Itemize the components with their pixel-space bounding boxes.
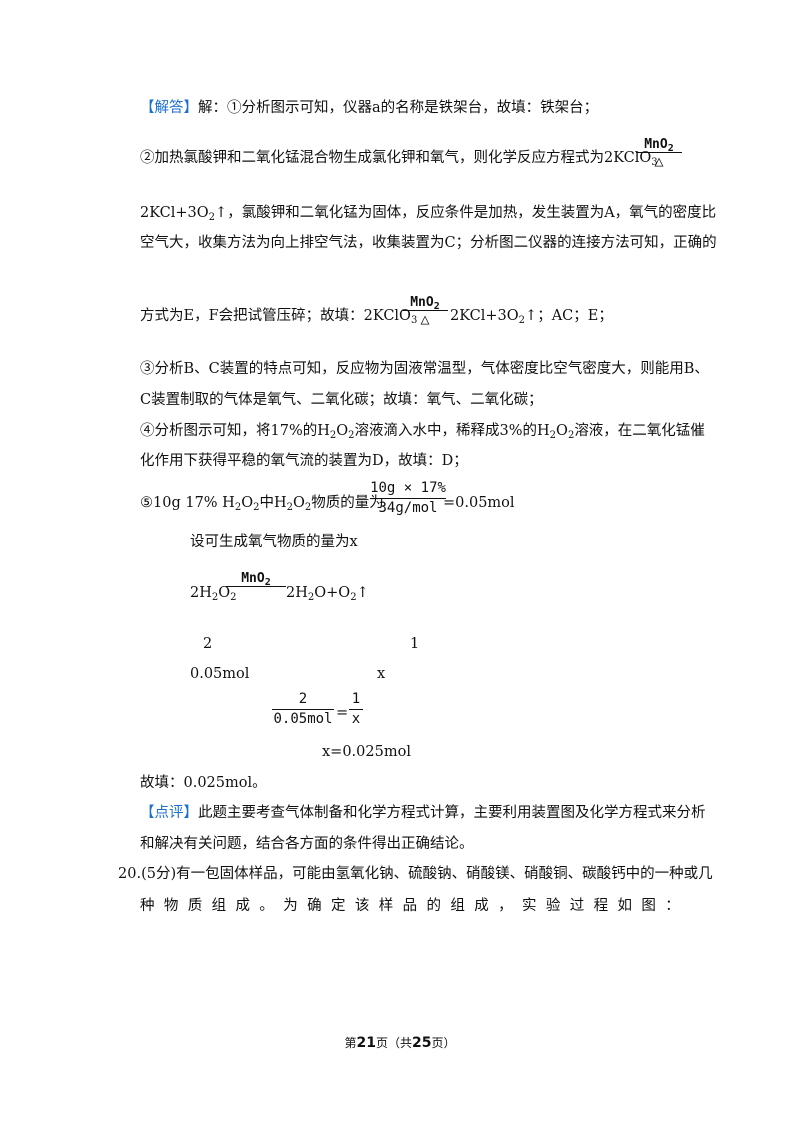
answer-line-2: ②加热氯酸钾和二氧化锰混合物生成氯化钾和氧气，则化学反应方程式为2KClO3 bbox=[140, 150, 658, 168]
reaction-condition-3: MnO2 bbox=[226, 572, 286, 588]
review-line-1: 【点评】此题主要考查气体制备和化学方程式计算，主要利用装置图及化学方程式来分析 bbox=[140, 805, 706, 821]
q20-char: 物 bbox=[163, 898, 179, 914]
q20-char: 该 bbox=[354, 898, 370, 914]
q20-char: 成 bbox=[235, 898, 251, 914]
q20-char: 如 bbox=[617, 898, 633, 914]
question-20-line-1: 20.(5分)有一包固体样品，可能由氢氧化钠、硫酸钠、硝酸镁、硝酸铜、碳酸钙中的… bbox=[118, 866, 713, 882]
fraction-left: 2 0.05mol bbox=[272, 691, 334, 728]
equals-sign: = bbox=[336, 705, 349, 721]
q20-char: 验 bbox=[545, 898, 561, 914]
q20-char: 程 bbox=[593, 898, 609, 914]
q20-char: 为 bbox=[283, 898, 298, 914]
question-number: 20. bbox=[118, 866, 142, 882]
q20-char: 样 bbox=[378, 898, 394, 914]
q20-char: 确 bbox=[307, 898, 322, 914]
answer-line-4: 空气大，收集方法为向上排空气法，收集装置为C；分析图二仪器的连接方法可知，正确的 bbox=[140, 235, 717, 251]
q20-char: 质 bbox=[187, 898, 203, 914]
page-footer: 第21页（共25页） bbox=[344, 1035, 456, 1051]
page-total: 25 bbox=[412, 1035, 432, 1051]
result-x: x=0.025mol bbox=[322, 744, 411, 760]
q20-char: 品 bbox=[402, 898, 418, 914]
q20-char: 组 bbox=[450, 898, 465, 914]
q20-char: 定 bbox=[331, 898, 346, 914]
reaction-condition-1: MnO2 △ bbox=[636, 138, 682, 169]
final-answer: 故填：0.025mol。 bbox=[140, 775, 267, 791]
equation-right: 2H2O+O2↑ bbox=[286, 585, 369, 603]
reaction-condition-2: MnO2 △ bbox=[402, 296, 448, 327]
amount-h2o2: 0.05mol bbox=[190, 666, 250, 682]
answer-line-5-tail: 2KCl+3O2↑；AC；E； bbox=[450, 308, 613, 326]
equation-left: 2H2O2 bbox=[190, 585, 237, 603]
answer-line-7: C装置制取的气体是氧气、二氧化碳；故填：氧气、二氧化碳； bbox=[140, 392, 543, 408]
coef-o2: 1 bbox=[410, 636, 420, 652]
answer-line-10: ⑤10g 17% H2O2中H2O2物质的量为 bbox=[140, 495, 384, 513]
answer-line-9: 化作用下获得平稳的氧气流的装置为D，故填：D； bbox=[140, 453, 468, 469]
answer-line-11: 设可生成氧气物质的量为x bbox=[190, 534, 358, 550]
coef-h2o2: 2 bbox=[203, 636, 213, 652]
q20-char: 。 bbox=[259, 898, 274, 914]
q20-char: ， bbox=[498, 898, 513, 914]
answer-line-6: ③分析B、C装置的特点可知，反应物为固液常温型，气体密度比空气密度大，则能用B、 bbox=[140, 361, 709, 377]
q20-char: 组 bbox=[211, 898, 227, 914]
answer-line-1: 【解答】解：①分析图示可知，仪器a的名称是铁架台，故填：铁架台； bbox=[140, 100, 599, 116]
answer-tag: 【解答】 bbox=[140, 100, 198, 116]
answer-line-3: 2KCl+3O2↑，氯酸钾和二氧化锰为固体，反应条件是加热，发生装置为A，氧气的… bbox=[140, 205, 717, 223]
answer-line-5: 方式为E，F会把试管压碎；故填：2KClO3 bbox=[140, 308, 418, 326]
q20-char: 过 bbox=[569, 898, 585, 914]
q20-char: 成 bbox=[474, 898, 489, 914]
q20-char: 种 bbox=[140, 898, 155, 914]
fraction-right: 1 x bbox=[349, 691, 363, 728]
page-number: 21 bbox=[356, 1035, 376, 1051]
moles-result: =0.05mol bbox=[443, 495, 515, 511]
q20-char: 图 bbox=[641, 898, 656, 914]
answer-line-8: ④分析图示可知，将17%的H2O2溶液滴入水中，稀释成3%的H2O2溶液，在二氧… bbox=[140, 423, 705, 441]
q20-char: 实 bbox=[522, 898, 537, 914]
amount-o2: x bbox=[377, 666, 386, 682]
q20-char: ： bbox=[665, 898, 680, 914]
review-line-2: 和解决有关问题，结合各方面的条件得出正确结论。 bbox=[140, 836, 474, 852]
q20-char: 的 bbox=[426, 898, 442, 914]
review-tag: 【点评】 bbox=[140, 805, 198, 821]
fraction-moles: 10g × 17% 34g/mol bbox=[370, 480, 446, 517]
question-20-line-2: 种物质组成。为确定该样品的组成，实验过程如图： bbox=[140, 899, 680, 914]
